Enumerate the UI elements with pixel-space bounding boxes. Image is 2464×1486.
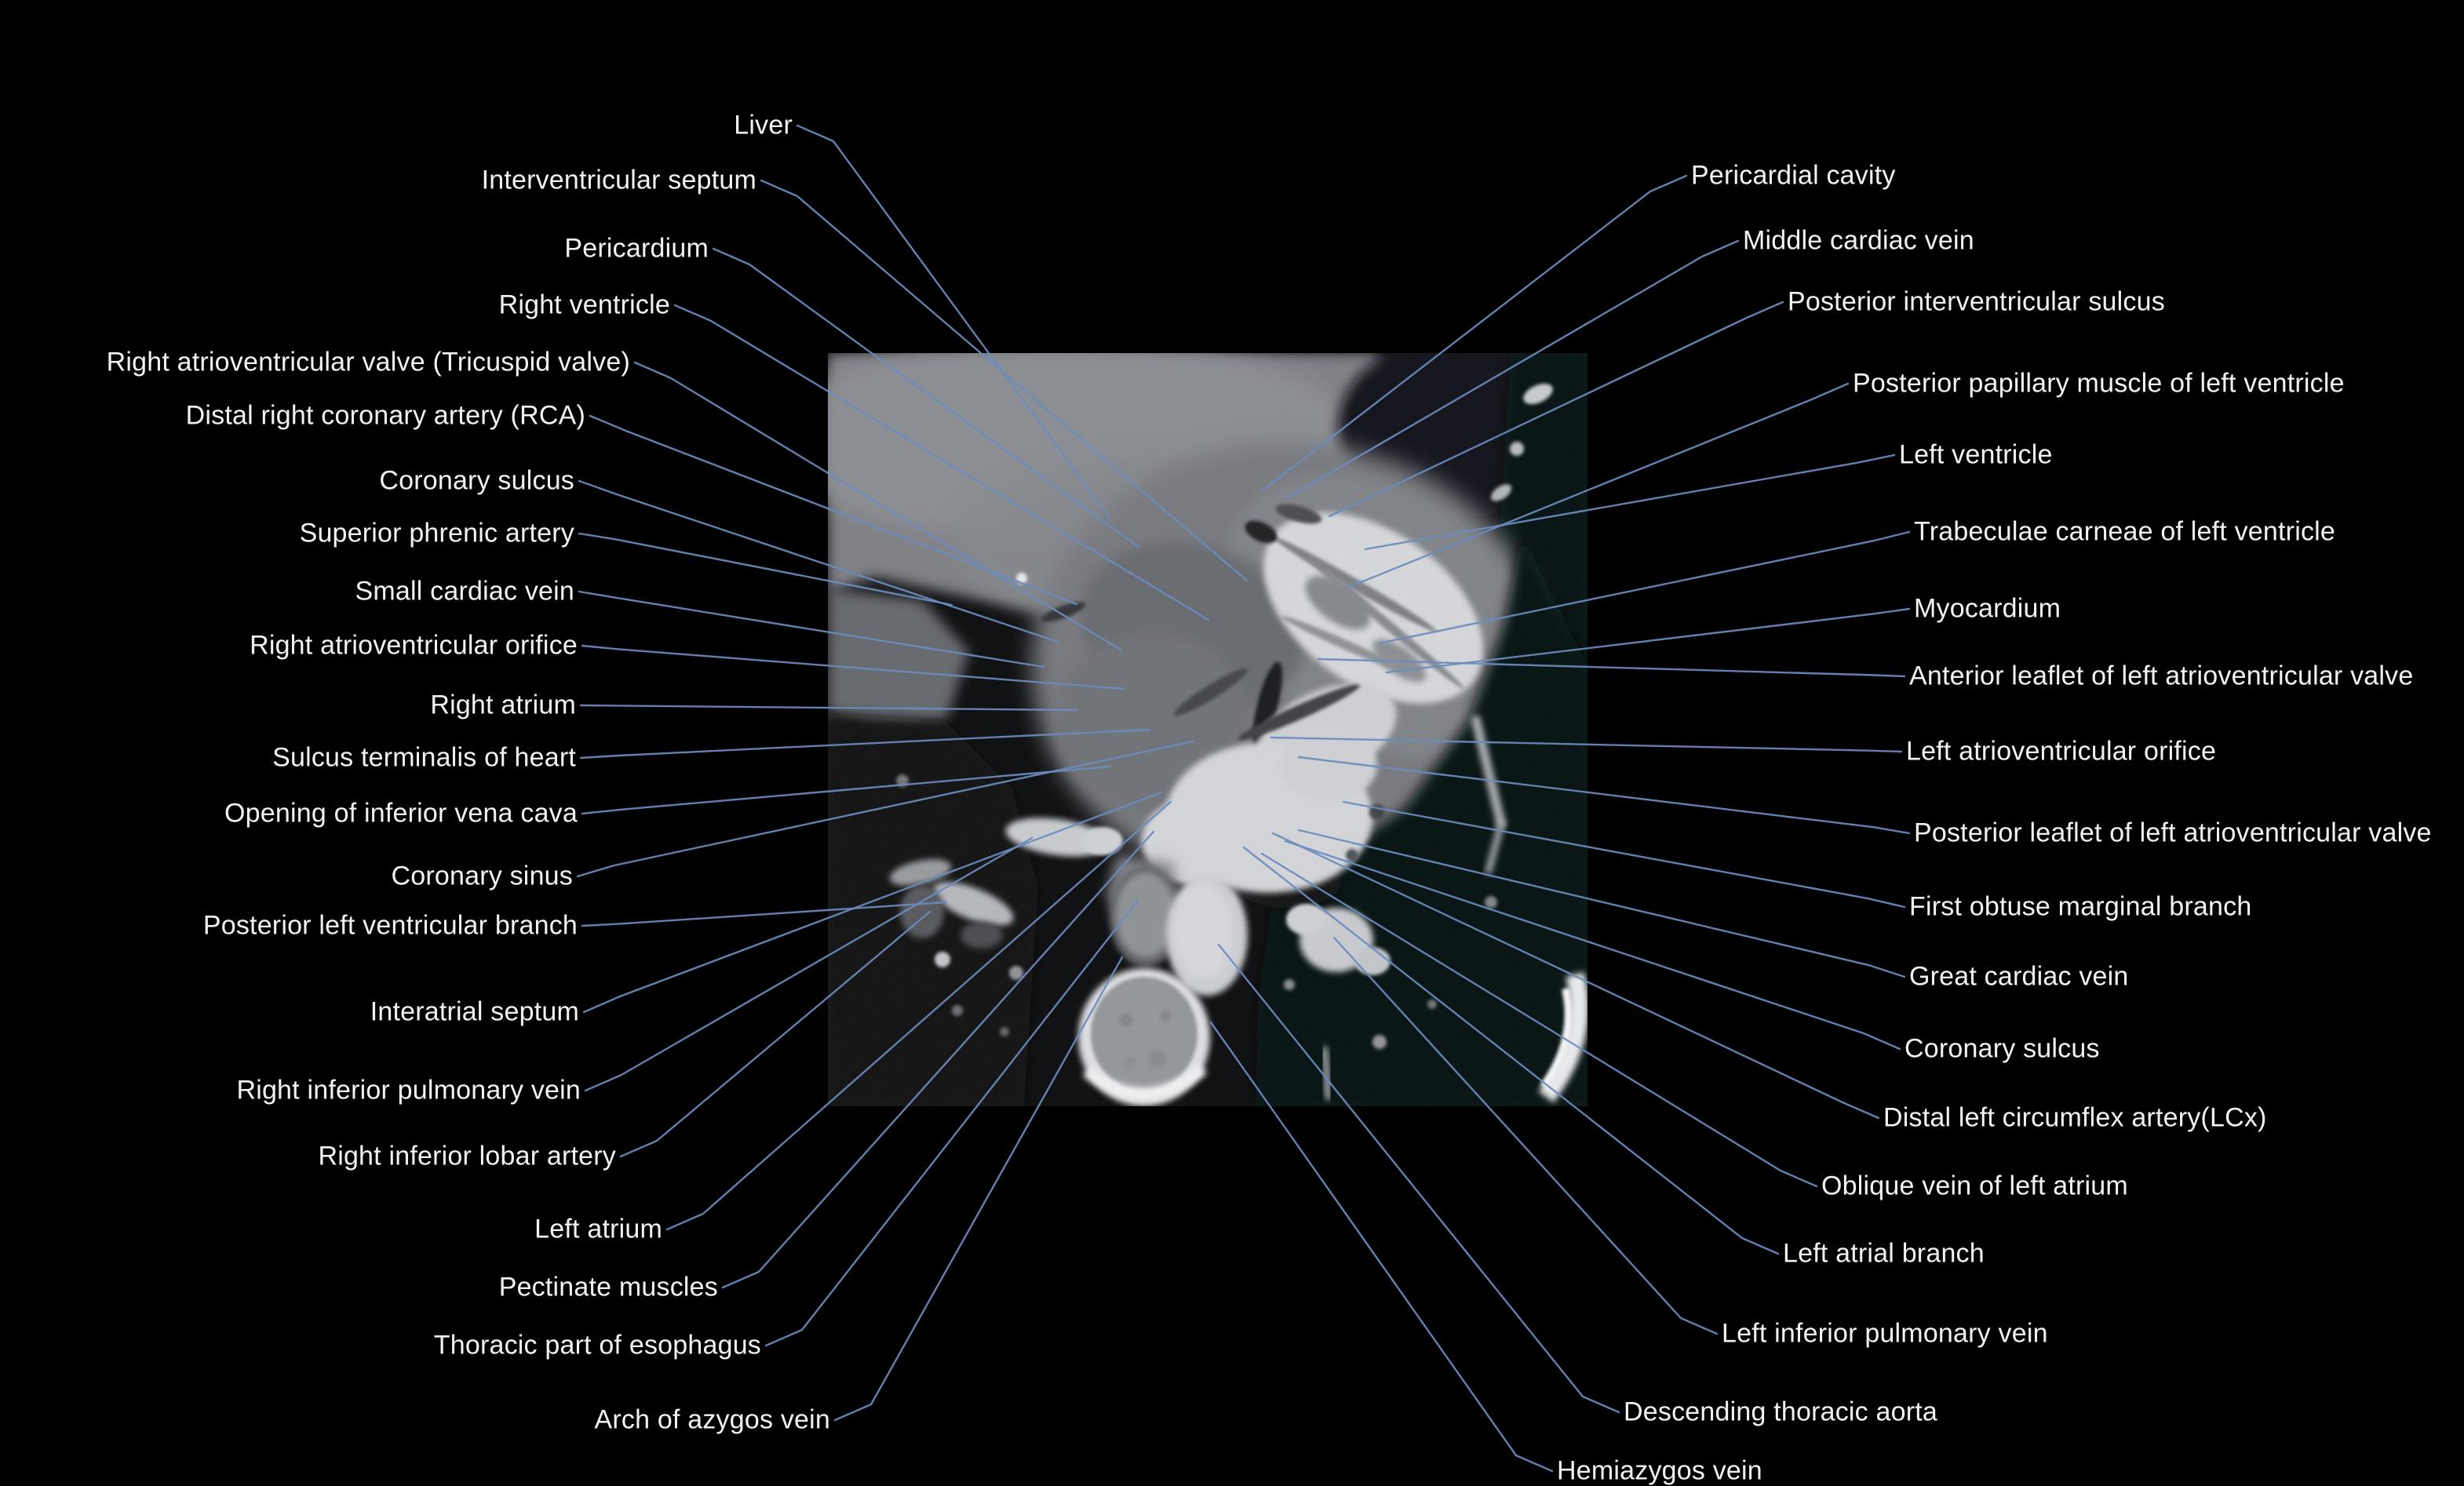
leader-line-posterior-papillary-muscle-of-left-ventricle: [1346, 382, 1850, 589]
leader-line-small-cardiac-vein: [578, 590, 1045, 668]
leader-line-opening-of-inferior-vena-cava: [581, 765, 1112, 815]
label-right-atrium: Right atrium: [430, 690, 576, 720]
leader-line-coronary-sulcus: [578, 479, 1059, 643]
ct-image: [828, 353, 1587, 1106]
label-superior-phrenic-artery: Superior phrenic artery: [299, 518, 574, 548]
leader-line-pericardium: [712, 247, 1140, 548]
leader-line-pectinate-muscles: [721, 830, 1155, 1289]
leader-line-right-atrioventricular-valve-tricuspid-valve: [633, 361, 1122, 651]
leader-line-interatrial-septum: [582, 791, 1163, 1014]
leader-line-pericardial-cavity: [1261, 174, 1688, 492]
leader-line-anterior-leaflet-of-left-atrioventricular-valve: [1317, 657, 1906, 678]
label-posterior-left-ventricular-branch: Posterior left ventricular branch: [202, 910, 578, 941]
label-trabeculae-carneae-of-left-ventricle: Trabeculae carneae of left ventricle: [1914, 516, 2336, 547]
leader-line-coronary-sulcus: [1284, 840, 1901, 1051]
leader-line-interventricular-septum: [760, 179, 1248, 582]
leader-line-left-atrium: [665, 800, 1172, 1231]
leader-line-posterior-leaflet-of-left-atrioventricular-valve: [1297, 756, 1911, 835]
label-thoracic-part-of-esophagus: Thoracic part of esophagus: [433, 1330, 761, 1360]
label-right-atrioventricular-orifice: Right atrioventricular orifice: [250, 630, 578, 661]
leader-line-left-ventricle: [1364, 453, 1896, 551]
leader-line-liver: [796, 124, 1111, 519]
label-interatrial-septum: Interatrial septum: [370, 996, 579, 1027]
label-coronary-sinus: Coronary sinus: [391, 861, 573, 891]
label-small-cardiac-vein: Small cardiac vein: [355, 576, 574, 606]
label-descending-thoracic-aorta: Descending thoracic aorta: [1624, 1397, 1938, 1427]
ct-noise: [828, 353, 1587, 1106]
label-oblique-vein-of-left-atrium: Oblique vein of left atrium: [1821, 1171, 2128, 1201]
leader-line-first-obtuse-marginal-branch: [1342, 800, 1906, 909]
label-left-atrioventricular-orifice: Left atrioventricular orifice: [1906, 736, 2217, 767]
label-posterior-interventricular-sulcus: Posterior interventricular sulcus: [1788, 286, 2165, 317]
leader-line-left-atrioventricular-orifice: [1270, 736, 1903, 753]
leader-line-oblique-vein-of-left-atrium: [1260, 852, 1818, 1188]
leader-line-great-cardiac-vein: [1297, 829, 1906, 978]
label-left-ventricle: Left ventricle: [1899, 439, 2053, 470]
leader-line-posterior-interventricular-sulcus: [1328, 300, 1784, 518]
label-arch-of-azygos-vein: Arch of azygos vein: [594, 1404, 830, 1435]
label-great-cardiac-vein: Great cardiac vein: [1909, 961, 2129, 992]
label-left-inferior-pulmonary-vein: Left inferior pulmonary vein: [1722, 1318, 2048, 1349]
leader-line-left-inferior-pulmonary-vein: [1332, 936, 1719, 1335]
label-distal-right-coronary-artery-rca: Distal right coronary artery (RCA): [185, 400, 585, 431]
leader-line-right-atrium: [579, 704, 1078, 712]
leader-line-thoracic-part-of-esophagus: [764, 899, 1139, 1347]
leader-line-distal-left-circumflex-artery-lcx: [1271, 832, 1880, 1120]
leader-line-right-atrioventricular-orifice: [581, 644, 1125, 690]
label-pectinate-muscles: Pectinate muscles: [498, 1272, 718, 1302]
leader-line-hemiazygos-vein: [1209, 1021, 1554, 1473]
label-interventricular-septum: Interventricular septum: [481, 165, 756, 195]
label-right-ventricle: Right ventricle: [498, 290, 670, 320]
leader-line-myocardium: [1385, 607, 1911, 674]
label-opening-of-inferior-vena-cava: Opening of inferior vena cava: [224, 798, 578, 829]
label-coronary-sulcus: Coronary sulcus: [1904, 1033, 2100, 1064]
leader-line-arch-of-azygos-vein: [833, 956, 1124, 1422]
label-sulcus-terminalis-of-heart: Sulcus terminalis of heart: [272, 742, 576, 773]
leader-line-coronary-sinus: [576, 740, 1194, 878]
label-right-atrioventricular-valve-tricuspid-valve: Right atrioventricular valve (Tricuspid …: [106, 347, 630, 377]
label-left-atrium: Left atrium: [534, 1214, 662, 1244]
label-first-obtuse-marginal-branch: First obtuse marginal branch: [1909, 891, 2252, 922]
leader-line-superior-phrenic-artery: [578, 532, 953, 606]
label-anterior-leaflet-of-left-atrioventricular-valve: Anterior leaflet of left atrioventricula…: [1909, 661, 2414, 691]
label-middle-cardiac-vein: Middle cardiac vein: [1743, 225, 1974, 256]
label-posterior-leaflet-of-left-atrioventricular-valve: Posterior leaflet of left atrioventricul…: [1914, 818, 2432, 848]
leader-line-descending-thoracic-aorta: [1217, 943, 1620, 1414]
leader-line-right-ventricle: [673, 304, 1210, 621]
leader-line-left-atrial-branch: [1242, 846, 1780, 1255]
label-right-inferior-lobar-artery: Right inferior lobar artery: [318, 1141, 616, 1171]
leader-line-sulcus-terminalis-of-heart: [579, 728, 1151, 759]
label-distal-left-circumflex-artery-lcx: Distal left circumflex artery(LCx): [1883, 1102, 2267, 1133]
leader-line-distal-right-coronary-artery-rca: [589, 414, 1078, 606]
leader-line-posterior-left-ventricular-branch: [581, 901, 947, 927]
label-liver: Liver: [734, 110, 793, 140]
label-pericardial-cavity: Pericardial cavity: [1691, 160, 1896, 191]
leader-line-right-inferior-pulmonary-vein: [584, 836, 1033, 1092]
label-left-atrial-branch: Left atrial branch: [1783, 1238, 1985, 1269]
label-coronary-sulcus: Coronary sulcus: [379, 465, 574, 496]
leader-line-middle-cardiac-vein: [1285, 239, 1740, 500]
label-hemiazygos-vein: Hemiazygos vein: [1557, 1455, 1762, 1486]
label-pericardium: Pericardium: [564, 233, 709, 264]
label-posterior-papillary-muscle-of-left-ventricle: Posterior papillary muscle of left ventr…: [1853, 368, 2345, 399]
label-myocardium: Myocardium: [1914, 593, 2061, 624]
leader-line-trabeculae-carneae-of-left-ventricle: [1377, 530, 1911, 645]
leader-line-right-inferior-lobar-artery: [619, 910, 931, 1158]
label-right-inferior-pulmonary-vein: Right inferior pulmonary vein: [236, 1075, 581, 1105]
